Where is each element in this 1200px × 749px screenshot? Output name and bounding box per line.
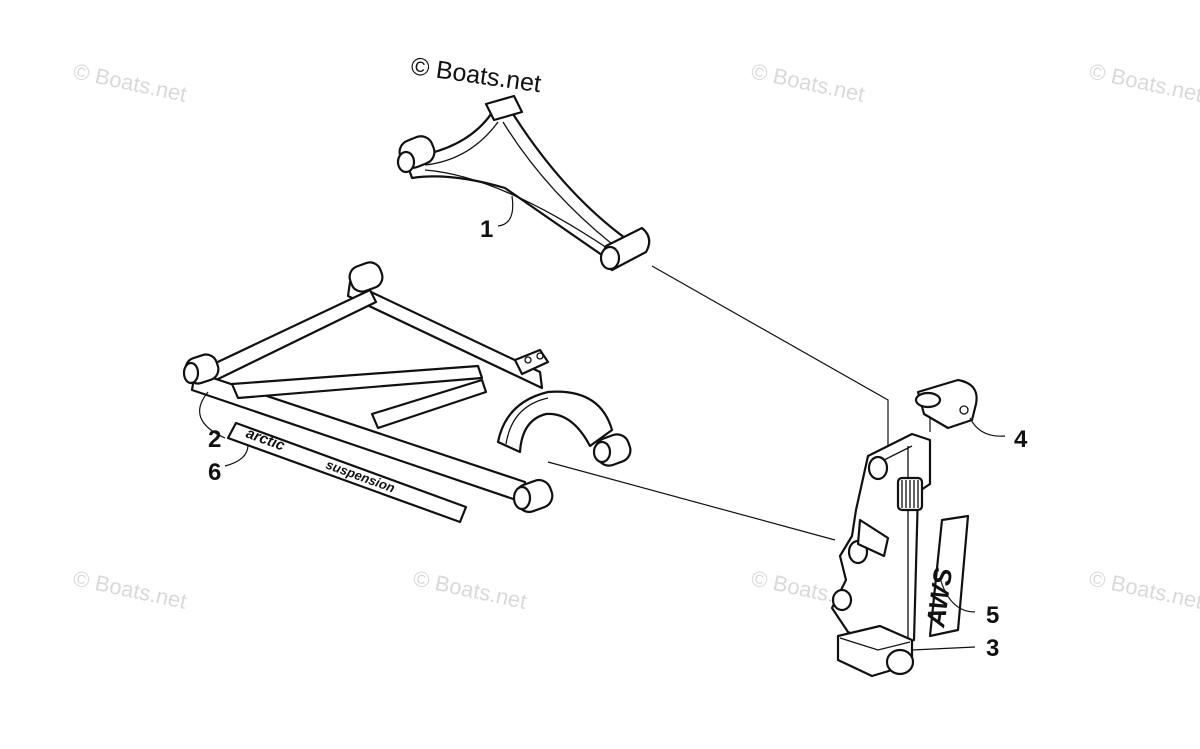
callout-4: 4 (1014, 426, 1028, 453)
watermark: © Boats.net (1087, 58, 1200, 106)
watermark: © Boats.net (71, 565, 189, 613)
ball-joint (836, 624, 915, 678)
callout-6: 6 (208, 459, 221, 486)
callout-2: 2 (208, 426, 221, 453)
spindle-decal: AWS (920, 514, 970, 638)
spindle (830, 432, 932, 652)
steering-clamp (914, 378, 978, 430)
upper-a-arm (396, 94, 651, 272)
watermark: © Boats.net (71, 58, 189, 106)
callout-3: 3 (986, 635, 999, 662)
watermark: © Boats.net (749, 58, 867, 106)
watermark: © Boats.net (411, 565, 529, 613)
lower-a-arm (182, 261, 632, 514)
callout-5: 5 (986, 602, 999, 629)
watermark: © Boats.net (1087, 565, 1200, 613)
assembly-lines (547, 265, 931, 541)
callout-labels: 1 2 3 4 5 6 (208, 216, 1028, 662)
watermark-layer: © Boats.net © Boats.net © Boats.net © Bo… (71, 58, 1200, 613)
copyright-label: © Boats.net (409, 52, 543, 98)
callout-leaders (199, 195, 1006, 651)
callout-1: 1 (480, 216, 493, 243)
